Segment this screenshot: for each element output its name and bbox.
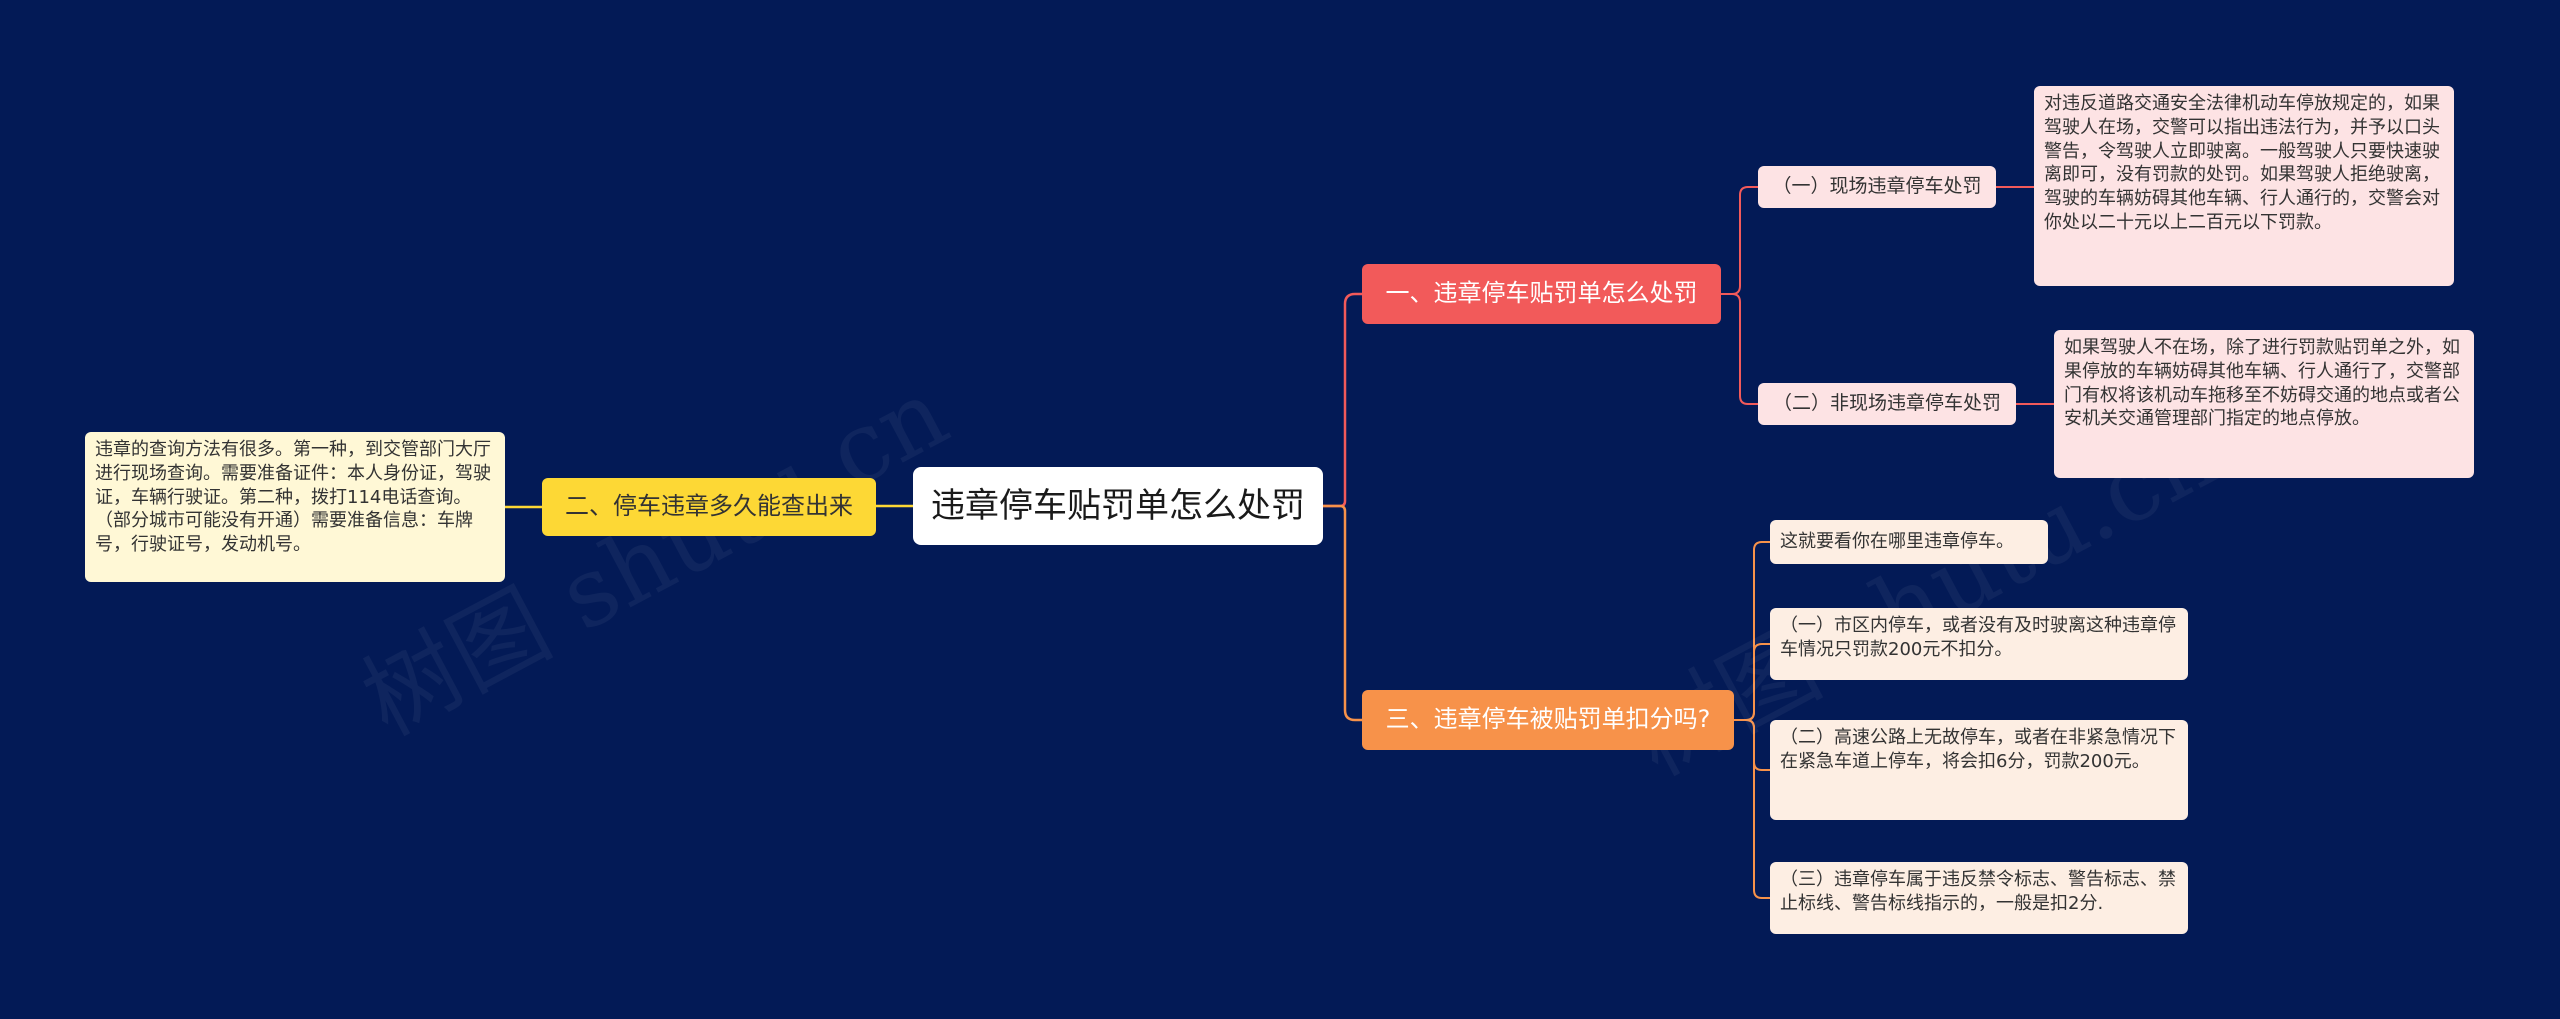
link-root-b3 — [1323, 504, 1362, 722]
link-b1-s1 — [1721, 186, 1758, 295]
sub-node-onsite[interactable]: （一）现场违章停车处罚 — [1758, 166, 1996, 208]
root-node[interactable]: 违章停车贴罚单怎么处罚 — [913, 467, 1323, 545]
branch-node-points[interactable]: 三、违章停车被贴罚单扣分吗? — [1362, 690, 1734, 750]
branch-node-penalty[interactable]: 一、违章停车贴罚单怎么处罚 — [1362, 264, 1721, 324]
leaf-node-points-city[interactable]: （一）市区内停车，或者没有及时驶离这种违章停车情况只罚款200元不扣分。 — [1770, 608, 2188, 680]
branch-node-query-time[interactable]: 二、停车违章多久能查出来 — [542, 478, 876, 536]
link-b3-o4 — [1734, 719, 1770, 899]
leaf-node-query-text[interactable]: 违章的查询方法有很多。第一种，到交管部门大厅进行现场查询。需要准备证件：本人身份… — [85, 432, 505, 582]
leaf-node-offsite-text[interactable]: 如果驾驶人不在场，除了进行罚款贴罚单之外，如果停放的车辆妨碍其他车辆、行人通行了… — [2054, 330, 2474, 478]
leaf-node-points-highway[interactable]: （二）高速公路上无故停车，或者在非紧急情况下在紧急车道上停车，将会扣6分，罚款2… — [1770, 720, 2188, 820]
leaf-node-points-signs[interactable]: （三）违章停车属于违反禁令标志、警告标志、禁止标线、警告标线指示的，一般是扣2分… — [1770, 862, 2188, 934]
leaf-node-onsite-text[interactable]: 对违反道路交通安全法律机动车停放规定的，如果驾驶人在场，交警可以指出违法行为，并… — [2034, 86, 2454, 286]
sub-node-offsite[interactable]: （二）非现场违章停车处罚 — [1758, 383, 2016, 425]
link-b1-s2 — [1721, 293, 1758, 405]
leaf-node-points-intro[interactable]: 这就要看你在哪里违章停车。 — [1770, 520, 2048, 564]
link-root-b1 — [1323, 292, 1362, 508]
